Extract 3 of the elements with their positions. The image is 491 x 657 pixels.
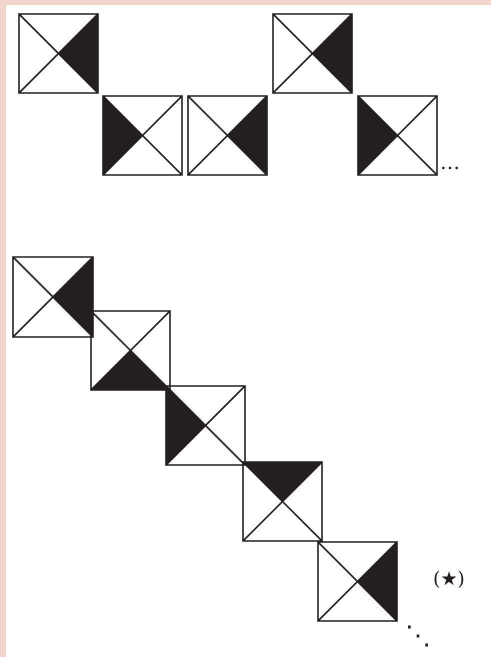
ellipsis-mark: ⋱	[405, 620, 431, 651]
ellipsis-mark: …	[440, 150, 460, 174]
star-mark: (★)	[433, 567, 465, 590]
